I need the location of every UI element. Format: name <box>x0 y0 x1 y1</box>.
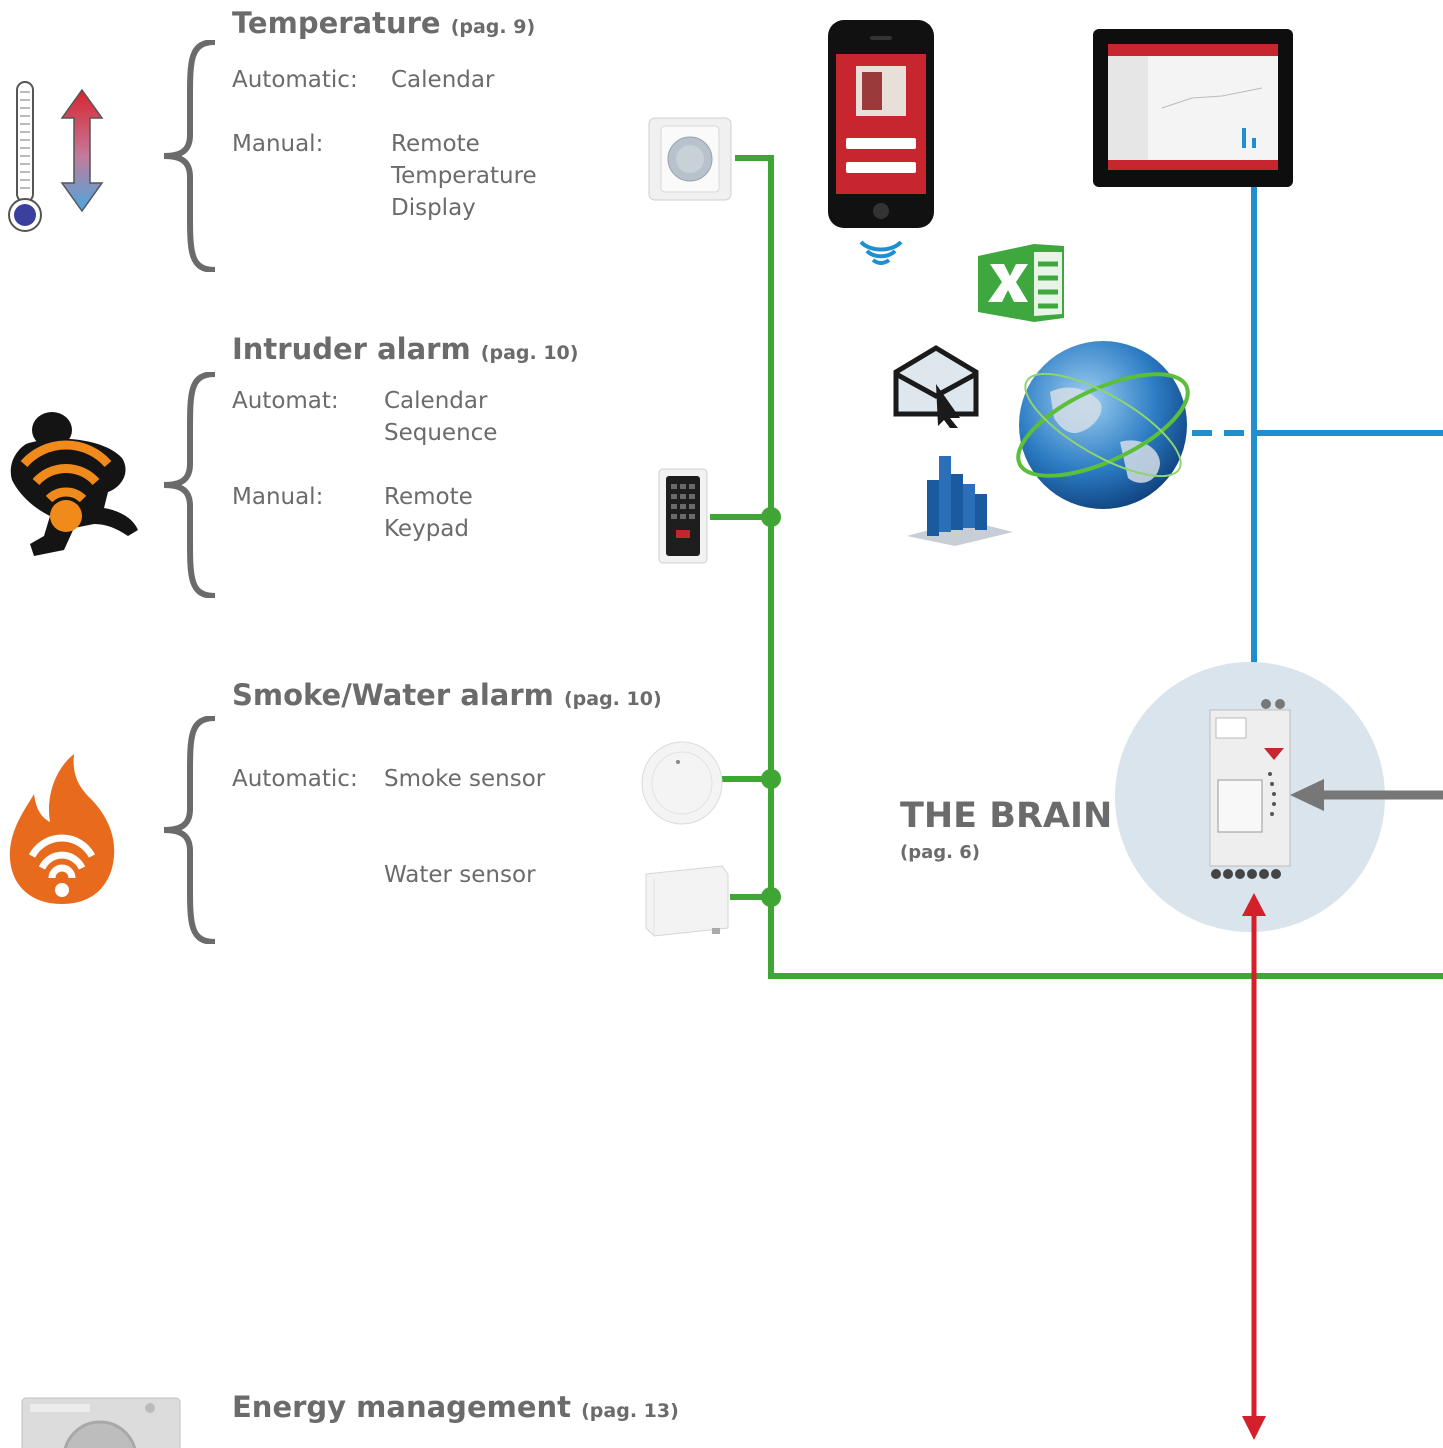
intruder-title: Intruder alarm (pag. 10) <box>232 332 578 366</box>
bus-junction-keypad <box>761 507 781 527</box>
input-arrow <box>1290 779 1443 811</box>
temperature-title-text: Temperature <box>232 6 441 40</box>
intruder-automatic-value-2: Sequence <box>384 420 498 446</box>
temperature-manual-value-3: Display <box>391 195 476 221</box>
intruder-page-ref: (pag. 10) <box>480 342 579 364</box>
wireless-signal-icon <box>859 240 903 265</box>
intruder-title-text: Intruder alarm <box>232 332 471 366</box>
intruder-manual-value-1: Remote <box>384 484 473 510</box>
smoke-sensor-icon <box>641 741 723 825</box>
smoke-water-automatic-label: Automatic: <box>232 766 358 792</box>
temperature-manual-label: Manual: <box>232 131 324 157</box>
temperature-page-ref: (pag. 9) <box>450 16 536 38</box>
power-arrow <box>1242 893 1266 1440</box>
intruder-automatic-value-1: Calendar <box>384 388 488 414</box>
intruder-automatic-label: Automat: <box>232 388 339 414</box>
temperature-automatic-label: Automatic: <box>232 67 358 93</box>
smoke-water-title-text: Smoke/Water alarm <box>232 678 554 712</box>
brace-intruder <box>163 372 216 598</box>
intruder-manual-value-2: Keypad <box>384 516 469 542</box>
thermostat-device-icon <box>648 117 732 201</box>
intruder-icon <box>10 412 139 556</box>
temperature-title: Temperature (pag. 9) <box>232 6 535 40</box>
brace-smoke-water <box>163 716 216 944</box>
keypad-device-icon <box>658 468 708 564</box>
brain-page-ref: (pag. 6) <box>900 842 980 863</box>
fire-wireless-icon <box>9 754 115 904</box>
intruder-manual-label: Manual: <box>232 484 324 510</box>
water-sensor-icon <box>645 865 729 937</box>
brace-temperature <box>163 40 216 272</box>
smoke-sensor-label: Smoke sensor <box>384 766 546 792</box>
touch-panel-icon <box>1093 29 1293 187</box>
temperature-automatic-value: Calendar <box>391 67 495 93</box>
email-icon <box>893 345 979 428</box>
energy-page-ref: (pag. 13) <box>581 1400 679 1422</box>
water-sensor-label: Water sensor <box>384 862 536 888</box>
excel-icon <box>978 244 1064 322</box>
thermometer-icon <box>8 81 42 232</box>
smoke-water-page-ref: (pag. 10) <box>563 688 662 710</box>
network-link <box>1192 186 1443 700</box>
energy-title-text: Energy management <box>232 1390 572 1424</box>
smartphone-icon <box>828 20 934 228</box>
washing-machine-icon <box>21 1397 181 1448</box>
brain-controller-icon <box>1209 699 1291 879</box>
temperature-up-down-arrow-icon <box>60 88 104 213</box>
temperature-manual-value-2: Temperature <box>391 163 537 189</box>
brain-title: THE BRAIN <box>900 796 1113 836</box>
smoke-water-title: Smoke/Water alarm (pag. 10) <box>232 678 662 712</box>
bar-chart-icon <box>907 456 1013 546</box>
globe-icon <box>1016 341 1190 509</box>
bus-junction-water <box>761 887 781 907</box>
temperature-manual-value-1: Remote <box>391 131 480 157</box>
energy-title: Energy management (pag. 13) <box>232 1390 679 1424</box>
bus-junction-smoke <box>761 769 781 789</box>
